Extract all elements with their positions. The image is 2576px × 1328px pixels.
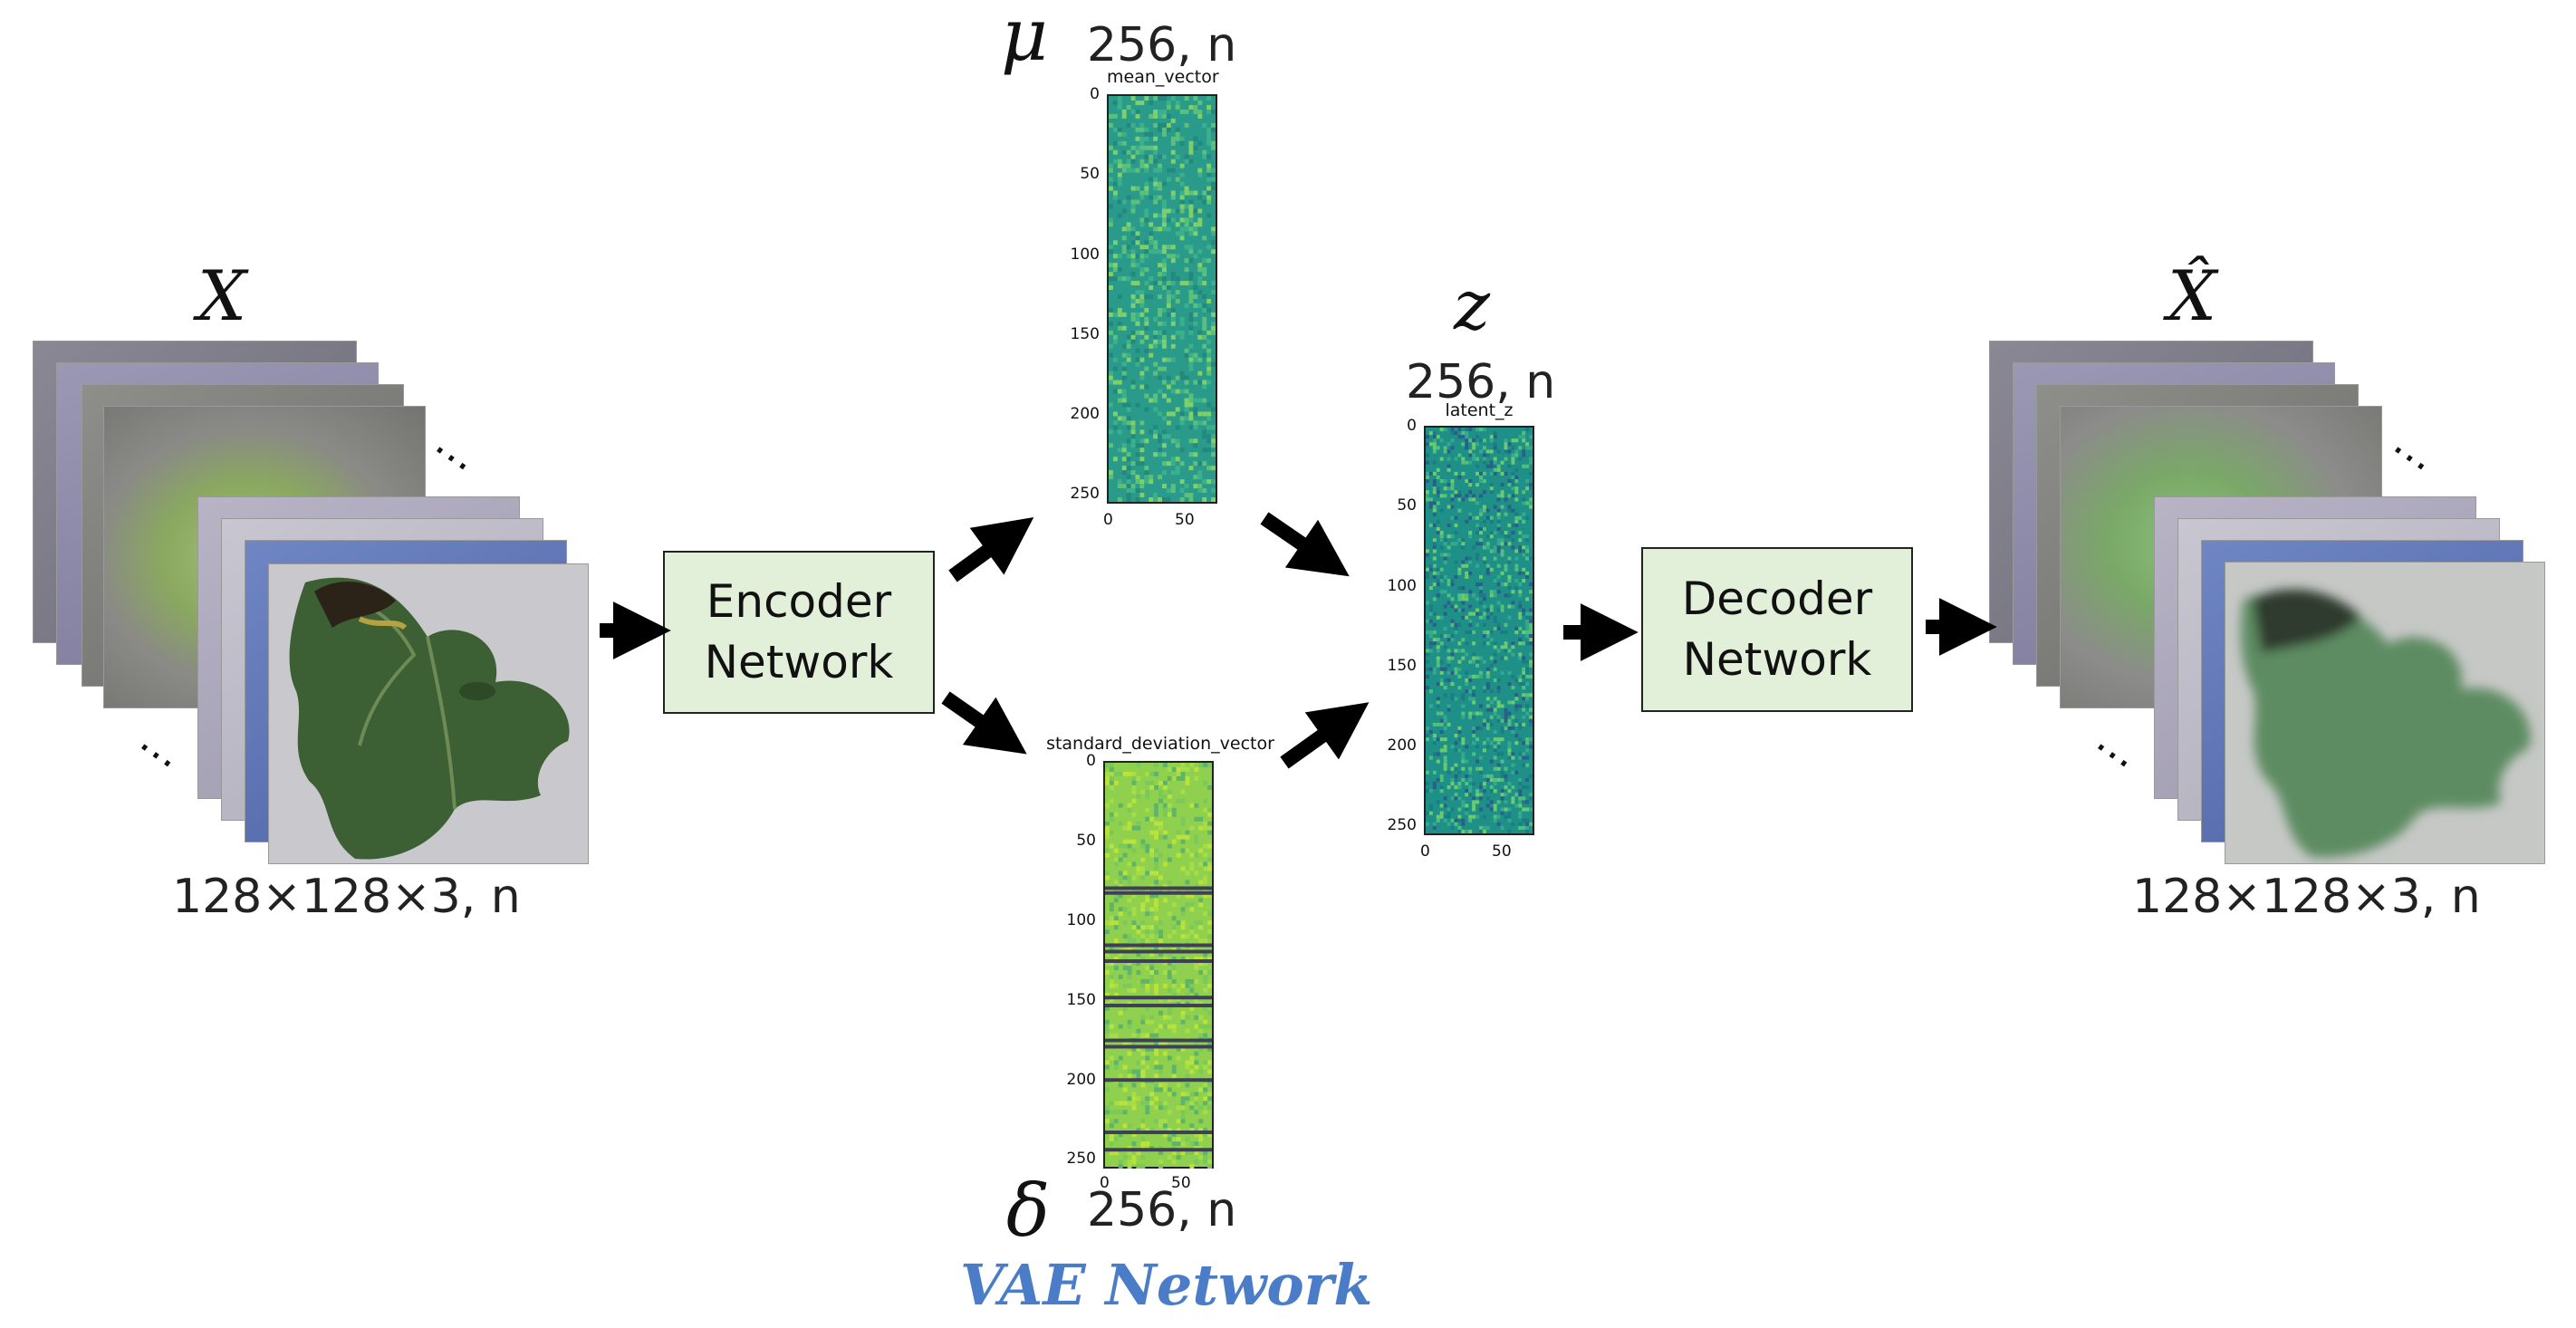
latent-plot-title: latent_z [1445,400,1514,420]
mean-ytick-100: 100 [1070,245,1100,264]
vae-network-caption: VAE Network [960,1252,1373,1318]
decoder-label-line2: Network [1682,633,1872,686]
std-symbol: δ [1005,1169,1051,1253]
std-ytick-0: 0 [1086,752,1096,770]
latent-ytick-100: 100 [1387,576,1417,595]
std-ytick-100: 100 [1066,910,1096,929]
mean-ytick-200: 200 [1070,405,1100,424]
arrow-encoder-to-std [941,691,1027,755]
latent-xtick-50: 50 [1492,842,1512,861]
mean-xtick-0: 0 [1103,511,1113,529]
mean-plot-title: mean_vector [1107,67,1219,87]
std-ytick-250: 250 [1066,1150,1096,1169]
latent-ytick-250: 250 [1387,816,1417,835]
std-ytick-200: 200 [1066,1070,1096,1089]
latent-ytick-200: 200 [1387,736,1417,755]
latent-xtick-0: 0 [1420,842,1430,861]
mean-heatmap [1107,94,1217,504]
std-xtick-0: 0 [1100,1174,1110,1192]
std-ytick-50: 50 [1076,831,1096,850]
std-plot-title: standard_deviation_vector [1046,734,1274,754]
input-leaf-image [268,563,589,864]
latent-ytick-50: 50 [1397,496,1417,515]
std-xtick-50: 50 [1171,1174,1191,1192]
latent-ytick-0: 0 [1407,417,1417,435]
latent-heatmap [1424,426,1534,835]
encoder-network-box: Encoder Network [663,551,935,714]
latent-ytick-150: 150 [1387,656,1417,675]
encoder-label-line2: Network [704,636,894,688]
mean-ytick-0: 0 [1090,85,1100,103]
output-symbol: X̂ [2167,255,2217,336]
input-symbol: X [197,255,247,336]
output-dims: 128×128×3, n [2132,870,2481,924]
arrow-encoder-to-mean [948,517,1034,582]
mean-ytick-50: 50 [1080,165,1100,184]
std-heatmap [1103,761,1214,1169]
mean-ytick-250: 250 [1070,485,1100,504]
decoder-network-box: Decoder Network [1641,547,1913,712]
latent-symbol: z [1453,265,1491,345]
std-ytick-150: 150 [1066,990,1096,1009]
decoder-label-line1: Decoder [1681,572,1873,625]
latent-dims: 256, n [1406,355,1556,409]
mean-ytick-150: 150 [1070,324,1100,343]
mean-xtick-50: 50 [1175,511,1195,529]
input-dims: 128×128×3, n [172,870,521,924]
std-dims: 256, n [1087,1183,1237,1237]
output-leaf-image [2225,562,2545,864]
arrow-mean-to-latent [1260,512,1350,577]
mean-symbol: μ [1001,0,1048,77]
mean-dims: 256, n [1087,18,1237,72]
encoder-label-line1: Encoder [706,574,892,628]
arrow-std-to-latent [1280,702,1370,769]
